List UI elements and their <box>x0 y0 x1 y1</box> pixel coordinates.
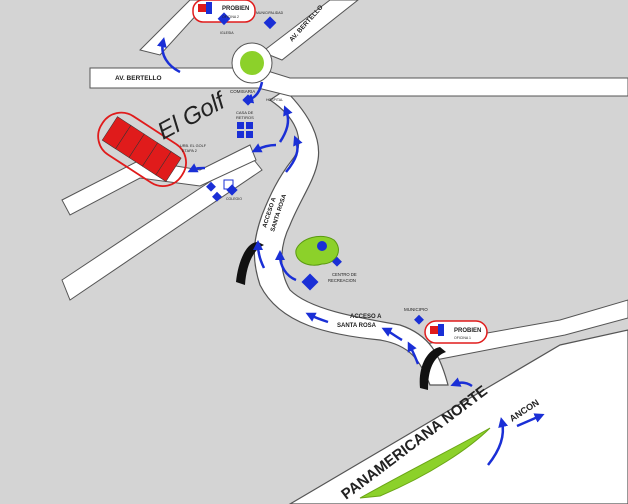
street-label-av-bertello-left: AV. BERTELLO <box>115 75 162 82</box>
place-label-probien-bottom: PROBIEN <box>454 328 481 334</box>
place-label-comisaria: COMISARIA <box>230 89 255 94</box>
place-label-oficina-1: OFICINA 1 <box>454 336 471 340</box>
arrow-icon <box>381 327 403 342</box>
arrow-icon <box>487 417 508 466</box>
roundabout-green <box>240 51 264 75</box>
arrow-icon <box>253 240 266 269</box>
place-label-centro-recreacion-1: CENTRO DE <box>332 272 357 277</box>
street-label-acceso-lower-2: SANTA ROSA <box>337 323 377 329</box>
place-label-el-golf: El Golf <box>153 87 231 146</box>
arrow-icon <box>278 105 293 143</box>
panamericana-norte-road <box>288 329 628 504</box>
place-label-probien-top: PROBIEN <box>222 6 249 12</box>
arrow-icon <box>516 413 545 428</box>
arrow-icon <box>450 377 473 388</box>
arrow-icon <box>407 341 420 365</box>
pond-icon <box>317 241 327 251</box>
place-label-hospital: HOSPITAL <box>266 98 283 102</box>
arrow-icon <box>285 135 303 173</box>
park-green-icon <box>295 235 339 266</box>
municipalidad-icon <box>263 16 277 30</box>
place-label-casa-de-retiros-1: CASA DE <box>236 110 254 115</box>
place-label-oficina-2: OFICINA 2 <box>222 15 239 19</box>
place-label-colegio: COLEGIO <box>226 197 242 201</box>
place-label-municipio: MUNICIPIO <box>404 307 428 312</box>
place-label-casa-de-retiros-2: RETIROS <box>236 115 254 120</box>
av-bertello-north-road <box>260 0 359 61</box>
diagonal-road-west <box>61 154 263 301</box>
probien-logo-icon <box>198 4 206 12</box>
median-green-island <box>359 427 491 499</box>
place-label-centro-recreacion-2: RECREACION <box>328 278 356 283</box>
colegio-icon <box>206 179 238 202</box>
building-icon <box>301 273 319 291</box>
probien-logo-icon <box>206 2 212 14</box>
arrow-icon <box>305 312 329 324</box>
street-label-acceso-lower-1: ACCESO A <box>350 314 382 320</box>
acceso-santa-rosa-road <box>253 89 449 386</box>
probien-logo-icon <box>430 326 438 334</box>
landmarks <box>97 0 488 344</box>
place-label-urb-el-golf-1: URB. EL GOLF <box>180 144 207 148</box>
place-label-urb-el-golf-2: ETAPA 2 <box>182 149 197 153</box>
arrow-icon <box>187 163 206 173</box>
comisaria-icon <box>242 94 254 106</box>
place-label-municipalidad: MUNICIPALIDAD <box>256 11 284 15</box>
direction-arrows <box>157 37 545 466</box>
urb-el-golf-block <box>97 111 187 187</box>
arrow-icon <box>275 250 297 282</box>
iglesia-icon <box>217 12 231 26</box>
probien-logo-icon <box>438 324 444 336</box>
tunnel-lower <box>419 347 446 390</box>
place-label-iglesia: IGLESIA <box>220 31 234 35</box>
av-bertello-road <box>89 67 628 97</box>
tunnel-upper <box>236 242 264 285</box>
arrow-icon <box>157 37 181 74</box>
recreation-icon <box>332 256 342 267</box>
arrow-icon <box>251 143 277 153</box>
municipio-icon <box>414 314 424 325</box>
casa-de-retiros-icon <box>237 122 253 138</box>
